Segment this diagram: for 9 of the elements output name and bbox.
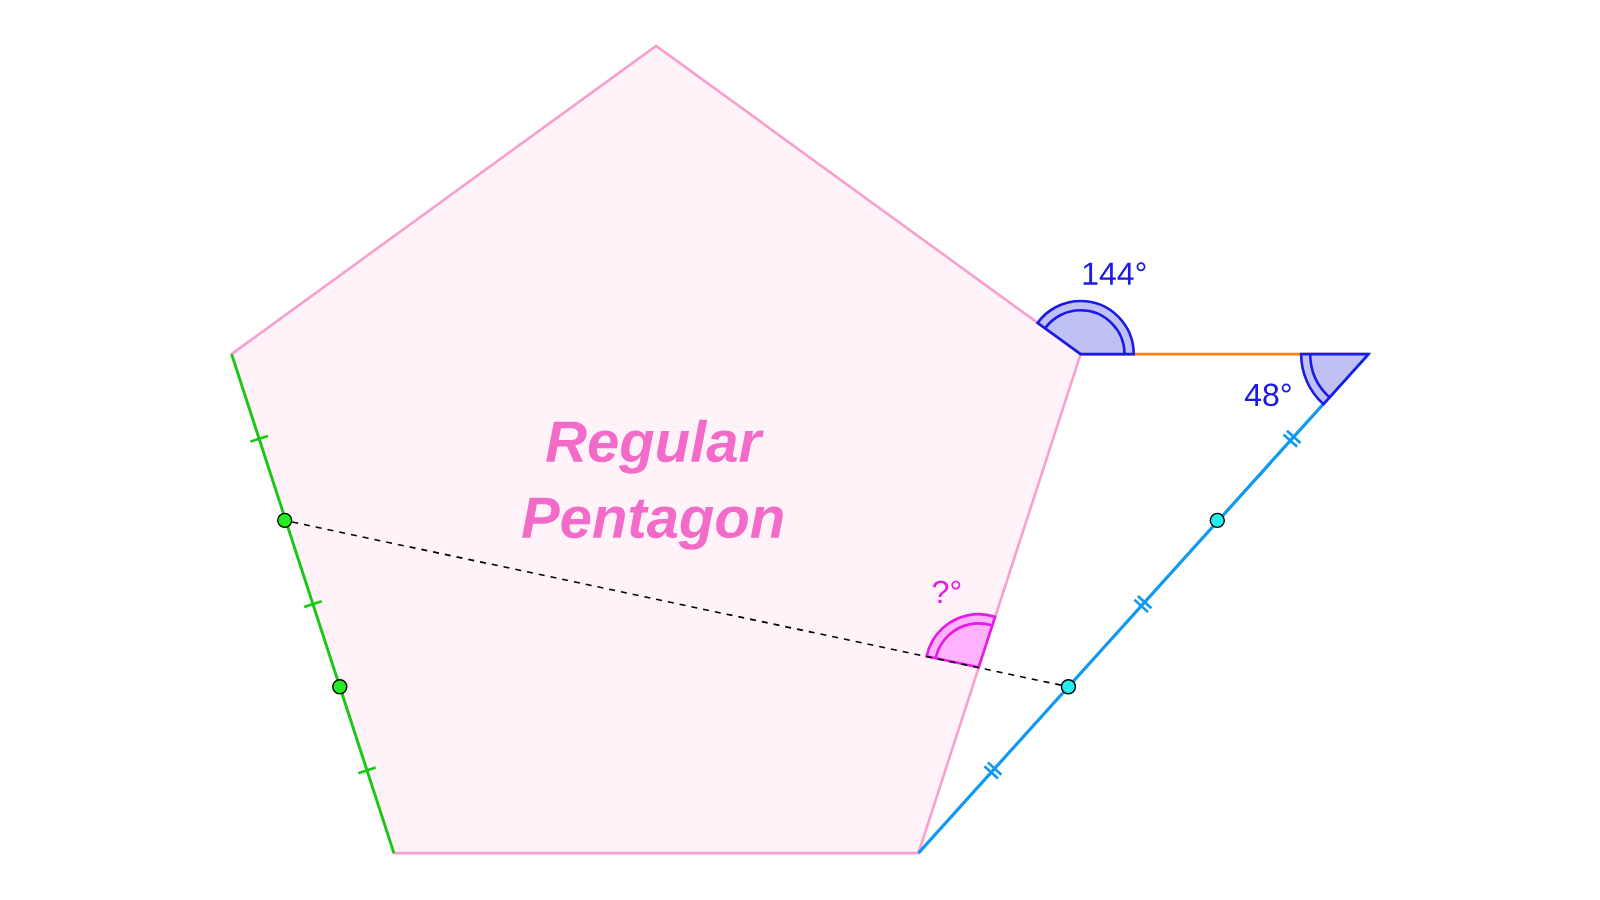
angle-label: 144° — [1083, 262, 1146, 285]
point — [1060, 679, 1077, 695]
angle-label: ?° — [932, 580, 961, 603]
title-text: Regular Pentagon — [522, 419, 783, 550]
point — [332, 679, 348, 695]
point — [1209, 512, 1225, 529]
dashed-line — [291, 521, 1062, 686]
angle-label: 48° — [1244, 383, 1291, 407]
point — [277, 512, 293, 529]
